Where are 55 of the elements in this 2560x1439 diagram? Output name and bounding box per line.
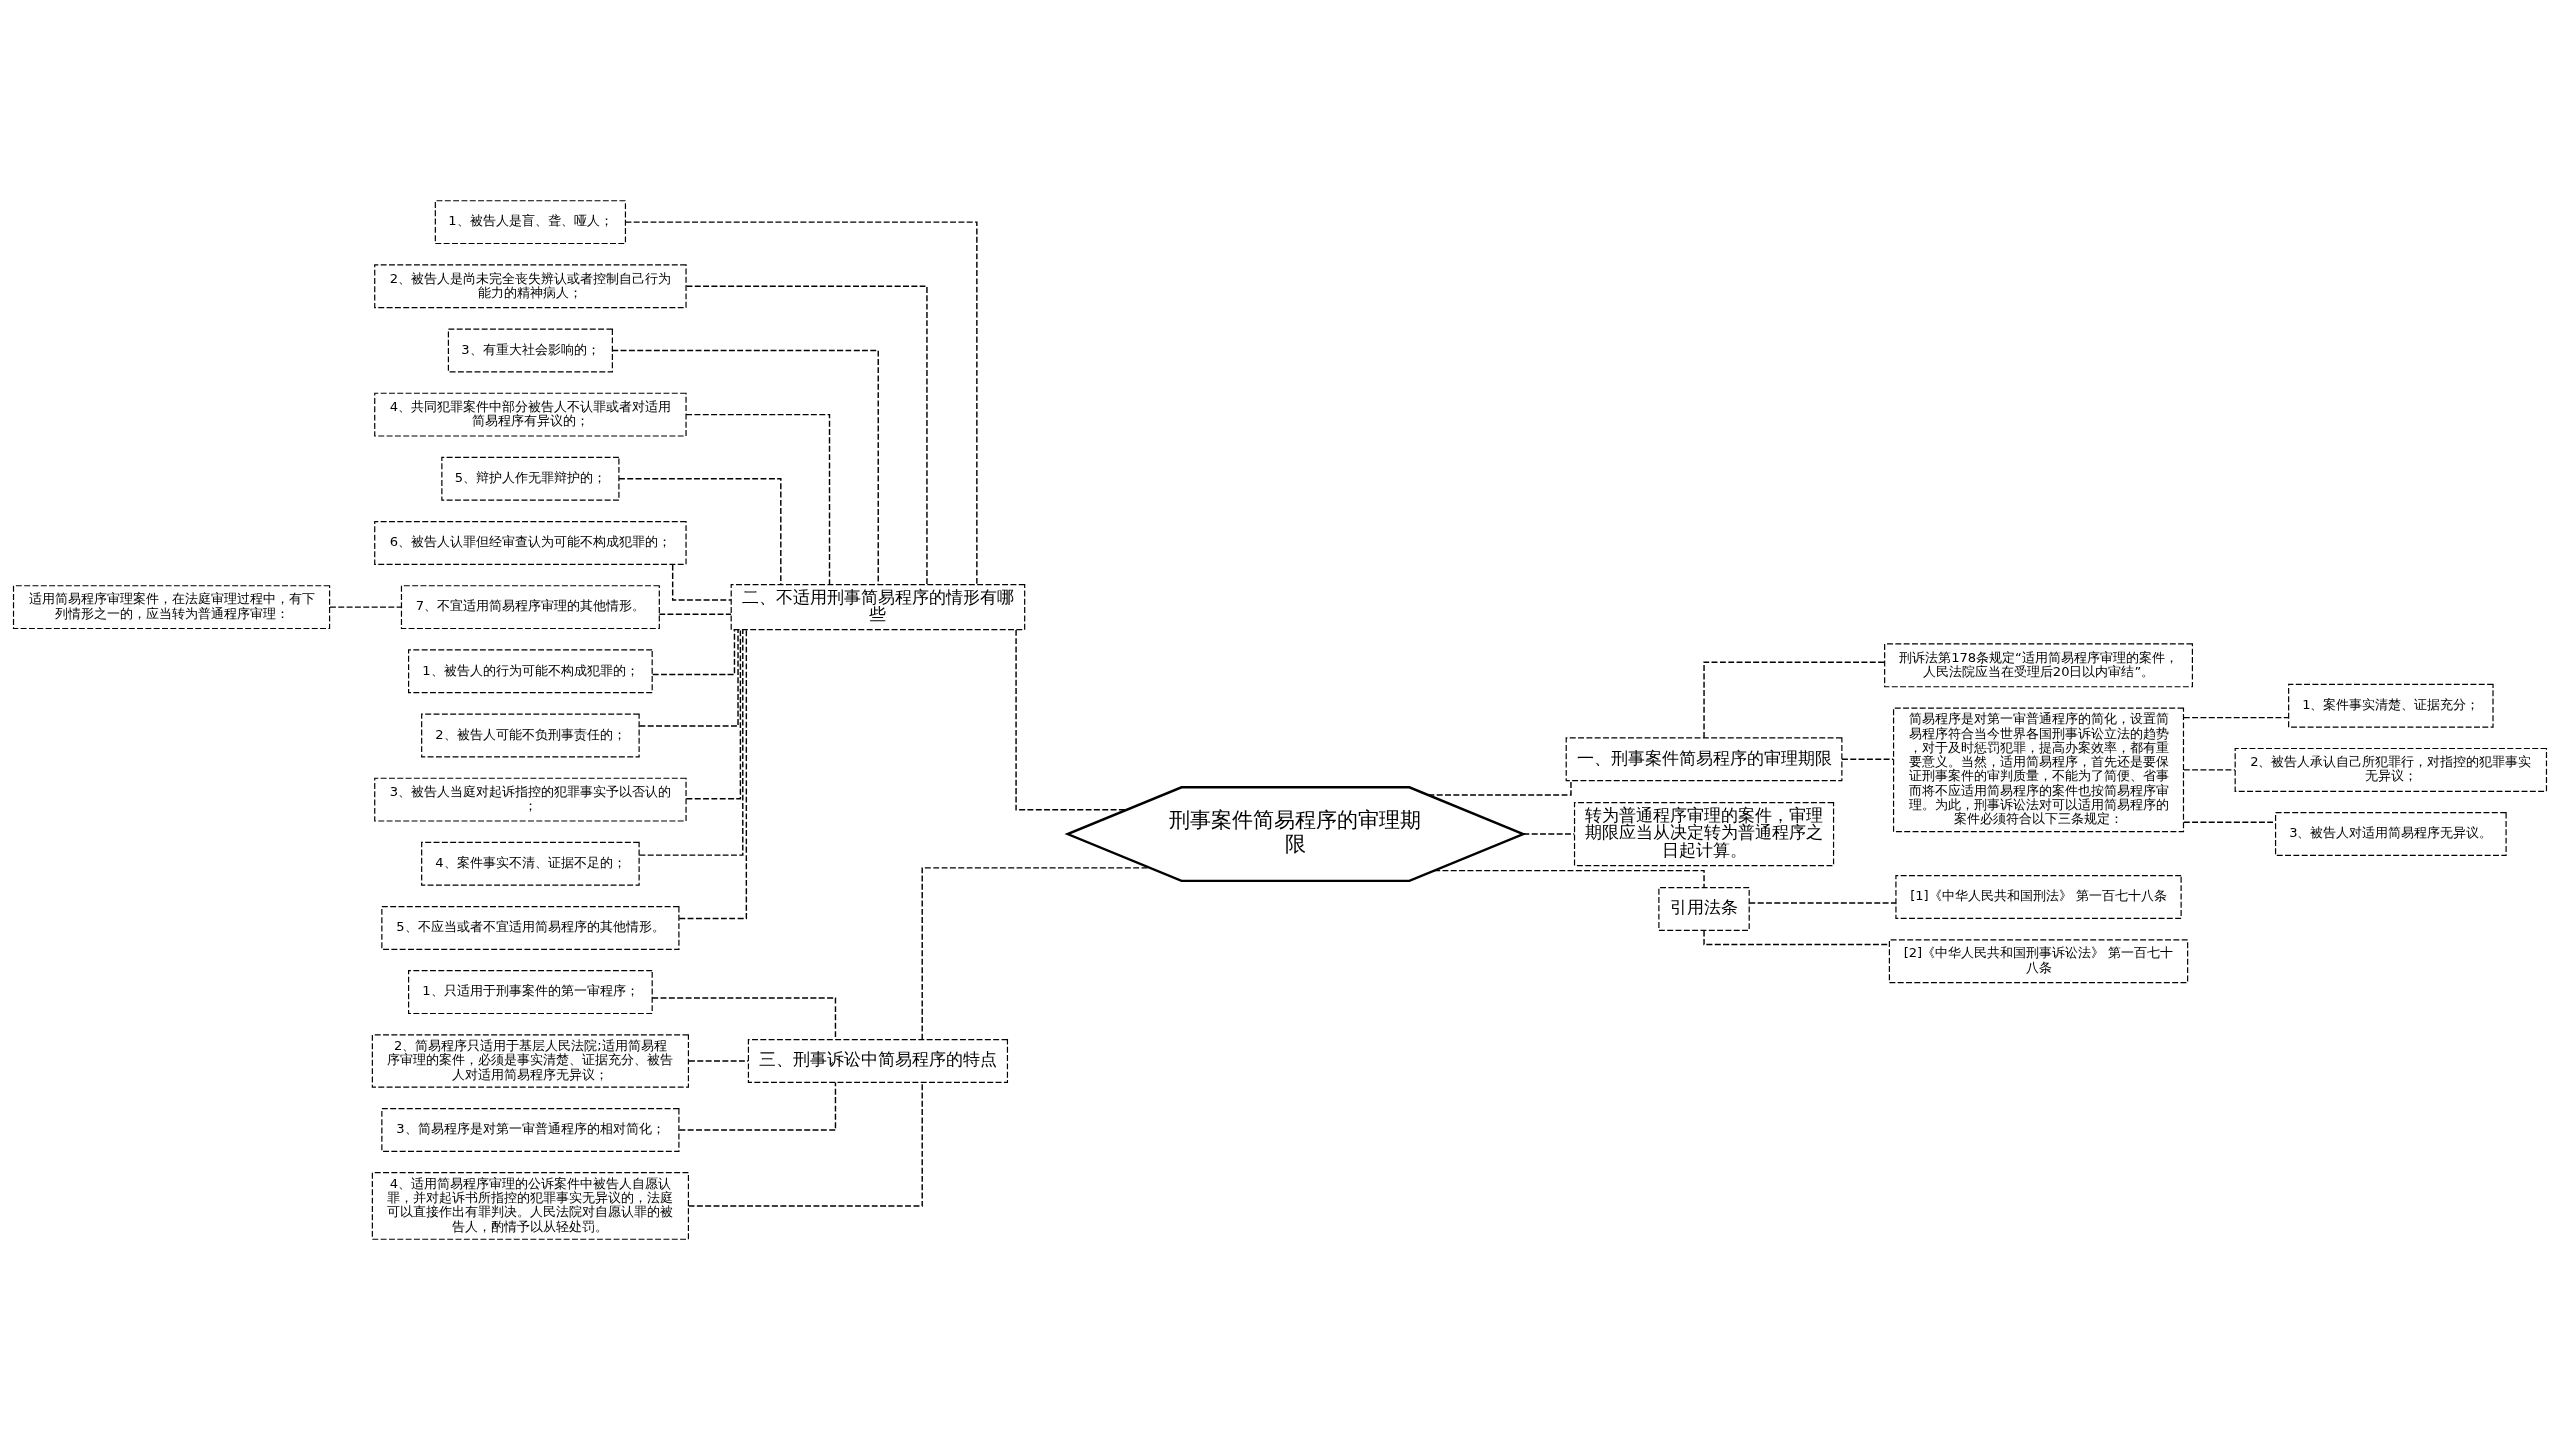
node-box: 4、案件事实不清、证据不足的； <box>421 841 640 886</box>
node-box: 3、简易程序是对第一审普通程序的相对简化； <box>381 1107 680 1152</box>
node-box: 6、被告人认罪但经审查认为可能不构成犯罪的； <box>374 520 687 565</box>
connector <box>618 477 782 585</box>
node-box: 2、被告人可能不负刑事责任的； <box>421 712 640 757</box>
node-box: 5、不应当或者不宜适用简易程序的其他情形。 <box>381 905 680 950</box>
connector <box>678 1081 837 1131</box>
connector <box>611 349 879 585</box>
connector <box>678 628 748 919</box>
connector <box>638 628 739 727</box>
node-box: 3、有重大社会影响的； <box>447 328 613 372</box>
node-box: 1、被告人是盲、聋、哑人； <box>434 199 627 244</box>
connector <box>1841 758 1894 760</box>
node-box: 一、刑事案件简易程序的审理期限 <box>1565 736 1843 781</box>
node-box: [2]《中华人民共和国刑事诉讼法》 第一百七十八条 <box>1888 938 2189 983</box>
node-box: 二、不适用刑事简易程序的情形有哪些 <box>730 583 1026 630</box>
connector <box>1522 832 1575 835</box>
node-box: 1、只适用于刑事案件的第一审程序； <box>408 969 653 1014</box>
connector <box>685 628 742 799</box>
connector <box>1427 779 1572 796</box>
connector <box>329 605 402 608</box>
connector <box>624 220 978 585</box>
connector <box>1748 901 1897 904</box>
connector <box>687 1081 923 1207</box>
node-box: 2、被告人是尚未完全丧失辨认或者控制自己行为能力的精神病人； <box>374 263 687 308</box>
connector <box>685 413 831 585</box>
node-box: 适用简易程序审理案件，在法庭审理过程中，有下列情形之一的，应当转为普通程序审理： <box>12 584 331 629</box>
node-box: 4、共同犯罪案件中部分被告人不认罪或者对适用简易程序有异议的； <box>374 392 687 437</box>
node-box: 三、刑事诉讼中简易程序的特点 <box>747 1038 1009 1083</box>
node-box: 1、案件事实清楚、证据充分； <box>2288 683 2494 728</box>
connector <box>688 1059 749 1062</box>
connector <box>685 285 928 585</box>
connector <box>2183 768 2236 771</box>
connector <box>671 563 732 601</box>
node-box: 3、被告人当庭对起诉指控的犯罪事实予以否认的； <box>374 777 687 822</box>
node-box: 7、不宜适用简易程序审理的其他情形。 <box>400 584 660 629</box>
node-box: 2、简易程序只适用于基层人民法院;适用简易程序审理的案件，必须是事实清楚、证据充分、被告人对适用简易程序无异议； <box>371 1033 689 1088</box>
node-box: 引用法条 <box>1658 886 1750 931</box>
node-box: 转为普通程序审理的案件，审理期限应当从决定转为普通程序之日起计算。 <box>1573 801 1835 866</box>
connector <box>658 613 732 615</box>
connector <box>2183 716 2290 718</box>
connector <box>638 628 744 856</box>
node-box: [1]《中华人民共和国刑法》 第一百七十八条 <box>1895 874 2182 919</box>
node-box: 4、适用简易程序审理的公诉案件中被告人自愿认罪，并对起诉书所指控的犯罪事实无异议的，法庭可以直接作出有罪判决。人民法院对自愿认罪的被告人，酌情予以从轻处罚。 <box>371 1171 689 1240</box>
node-box: 刑诉法第178条规定“适用简易程序审理的案件，人民法院应当在受理后20日以内审结”。 <box>1884 642 2193 687</box>
connector <box>651 628 736 675</box>
node-box: 简易程序是对第一审普通程序的简化，设置简易程序符合当今世界各国刑事诉讼立法的趋势，对于及时惩罚犯罪，提高办案效率，都有重要意义。当然，适用简易程序，首先还是要保证刑事案件的审判质量，不能为了简便、省事而将不应适用简易程序的案件也按简易程序审理。为此，刑事诉讼法对可以适用简易程序的案件必须符合以下三条规定： <box>1892 707 2185 832</box>
node-box: 3、被告人对适用简易程序无异议。 <box>2274 811 2507 856</box>
node-box: 2、被告人承认自己所犯罪行，对指控的犯罪事实无异议； <box>2234 747 2548 792</box>
node-box: 5、辩护人作无罪辩护的； <box>441 456 620 501</box>
node-box: 1、被告人的行为可能不构成犯罪的； <box>408 648 653 693</box>
connector <box>1703 660 1886 738</box>
connector <box>1433 869 1705 888</box>
connector <box>1015 628 1128 811</box>
connector <box>651 996 837 1040</box>
